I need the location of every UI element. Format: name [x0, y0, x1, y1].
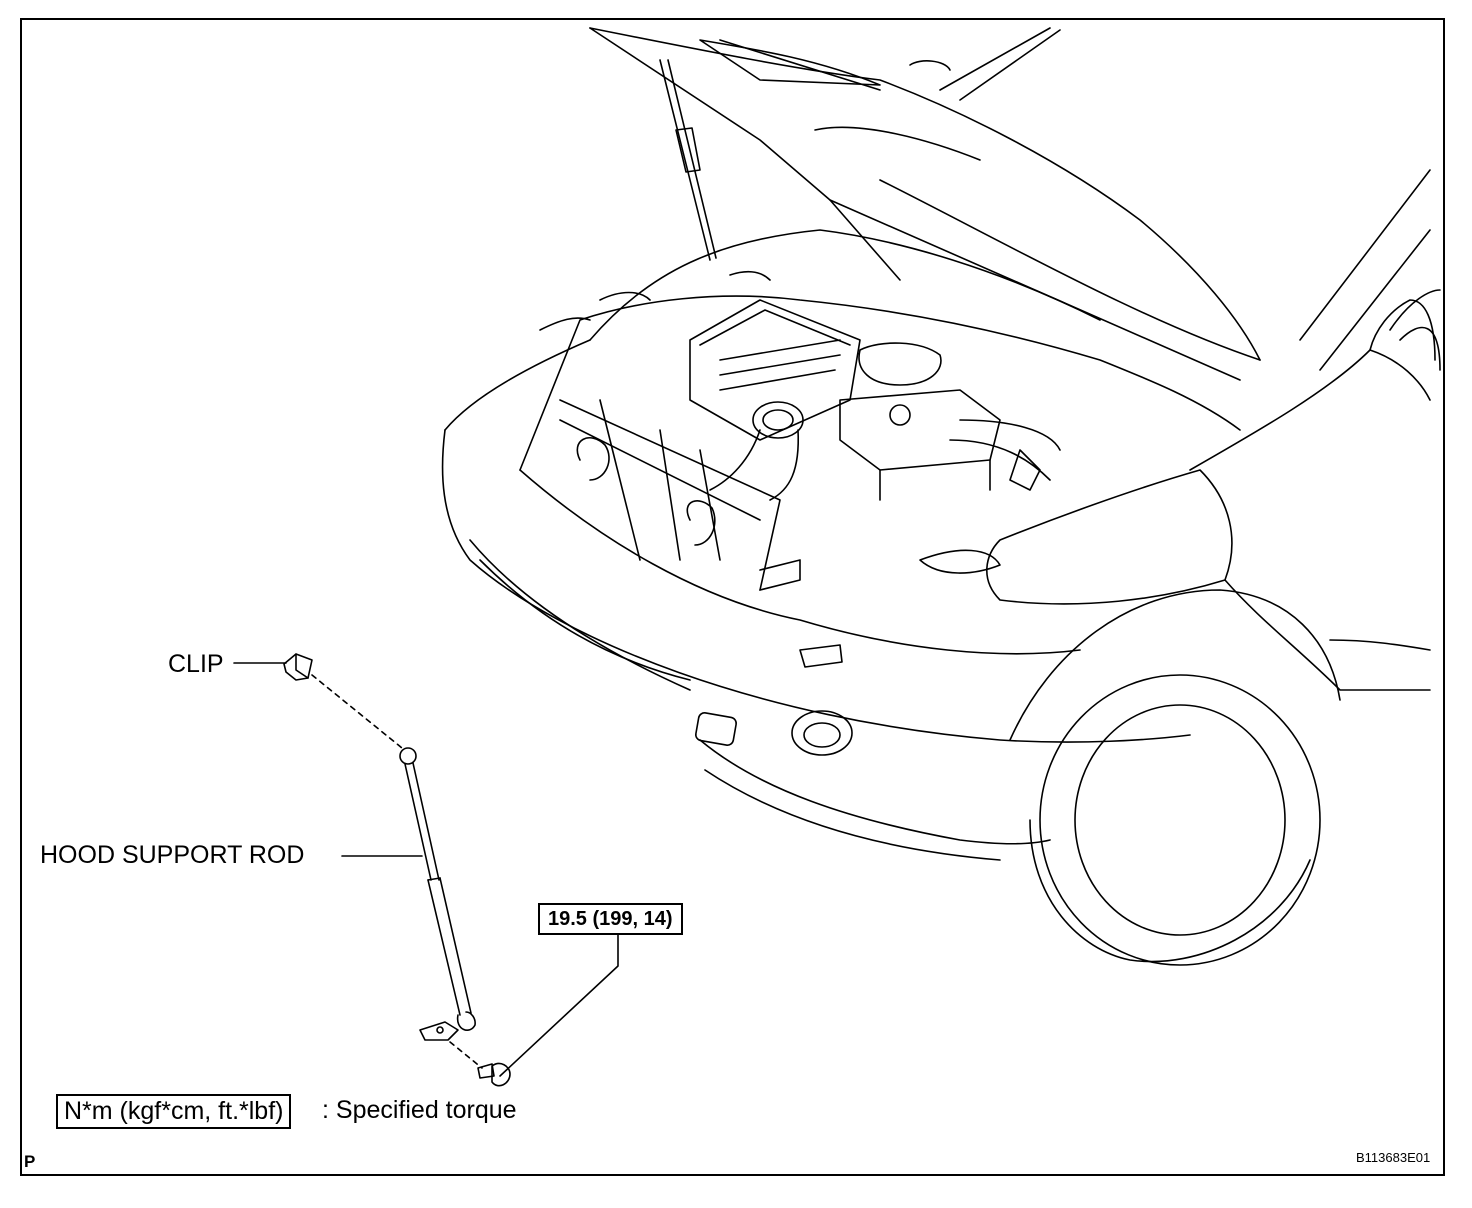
hood-support-rod-label: HOOD SUPPORT ROD: [40, 841, 305, 869]
open-hood: [589, 27, 1261, 381]
leader-lines: [233, 662, 619, 1077]
hood-support-rod: [399, 747, 476, 1041]
figure-frame: [20, 18, 1445, 1176]
torque-value-box: 19.5 (199, 14): [538, 903, 683, 935]
bolt-part: [477, 1062, 511, 1087]
clip-label: CLIP: [168, 650, 224, 678]
engine-bay: [519, 229, 1241, 591]
corner-mark: P: [24, 1152, 36, 1171]
clip-part: [283, 653, 313, 681]
figure-code: B113683E01: [1356, 1150, 1431, 1165]
vehicle-body: [441, 169, 1441, 966]
torque-legend-text: : Specified torque: [322, 1096, 517, 1124]
torque-legend-units: N*m (kgf*cm, ft.*lbf): [56, 1094, 292, 1129]
alignment-lines: [311, 674, 483, 1069]
